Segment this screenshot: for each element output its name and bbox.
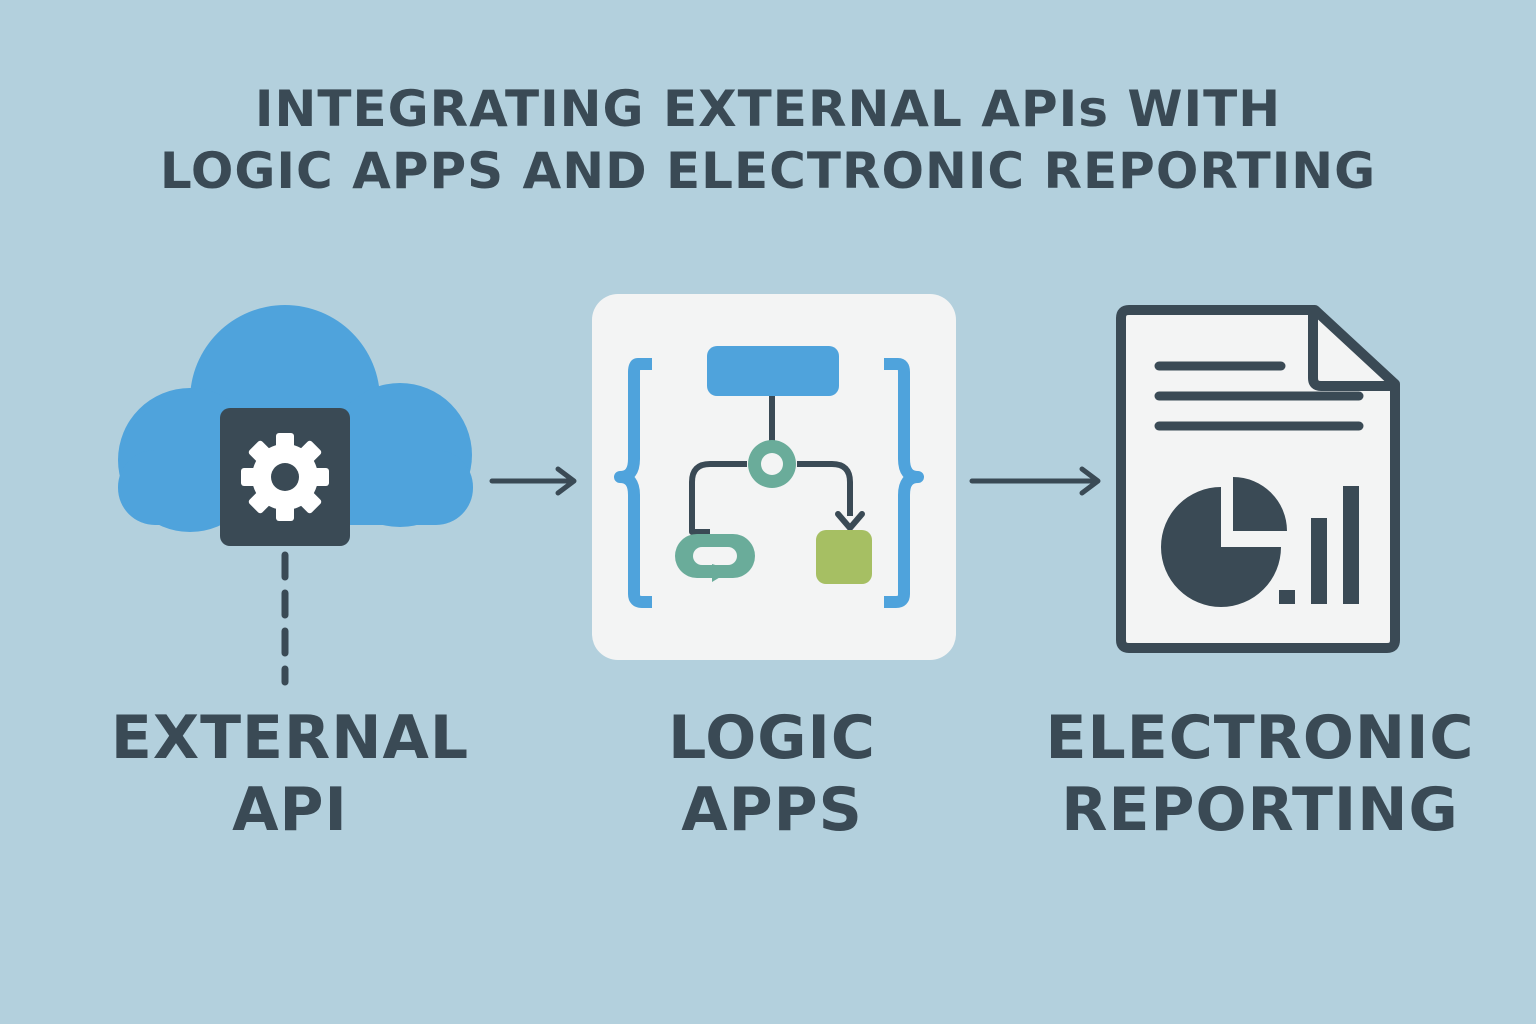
label-external-api-line-1: EXTERNAL <box>110 703 470 773</box>
report-document-icon <box>1116 305 1400 653</box>
cloud-gear-icon <box>118 305 473 686</box>
bar-chart-icon <box>1279 486 1359 604</box>
action-block <box>816 530 872 584</box>
title-line-1: INTEGRATING EXTERNAL APIs WITH <box>254 80 1282 138</box>
gear-icon <box>241 433 329 521</box>
arrow-api-to-logic <box>489 466 577 496</box>
trigger-block <box>707 346 839 396</box>
diagram-title: INTEGRATING EXTERNAL APIs WITH LOGIC APP… <box>0 78 1536 202</box>
right-brace-icon <box>884 358 924 608</box>
document-fold <box>1308 312 1393 391</box>
loop-icon <box>675 534 755 582</box>
label-electronic-reporting: ELECTRONIC REPORTING <box>1040 702 1480 846</box>
label-external-api-line-2: API <box>232 775 348 845</box>
arrow-logic-to-reporting <box>969 466 1101 496</box>
label-logic-apps-line-1: LOGIC <box>668 703 876 773</box>
left-brace-icon <box>614 358 652 608</box>
title-line-2: LOGIC APPS AND ELECTRONIC REPORTING <box>159 142 1377 200</box>
label-electronic-reporting-line-1: ELECTRONIC <box>1045 703 1475 773</box>
label-logic-apps-line-2: APPS <box>681 775 863 845</box>
logic-flow-icon <box>592 294 956 660</box>
label-logic-apps: LOGIC APPS <box>572 702 972 846</box>
label-electronic-reporting-line-2: REPORTING <box>1061 775 1459 845</box>
label-external-api: EXTERNAL API <box>90 702 490 846</box>
pie-chart-icon <box>1161 477 1287 607</box>
